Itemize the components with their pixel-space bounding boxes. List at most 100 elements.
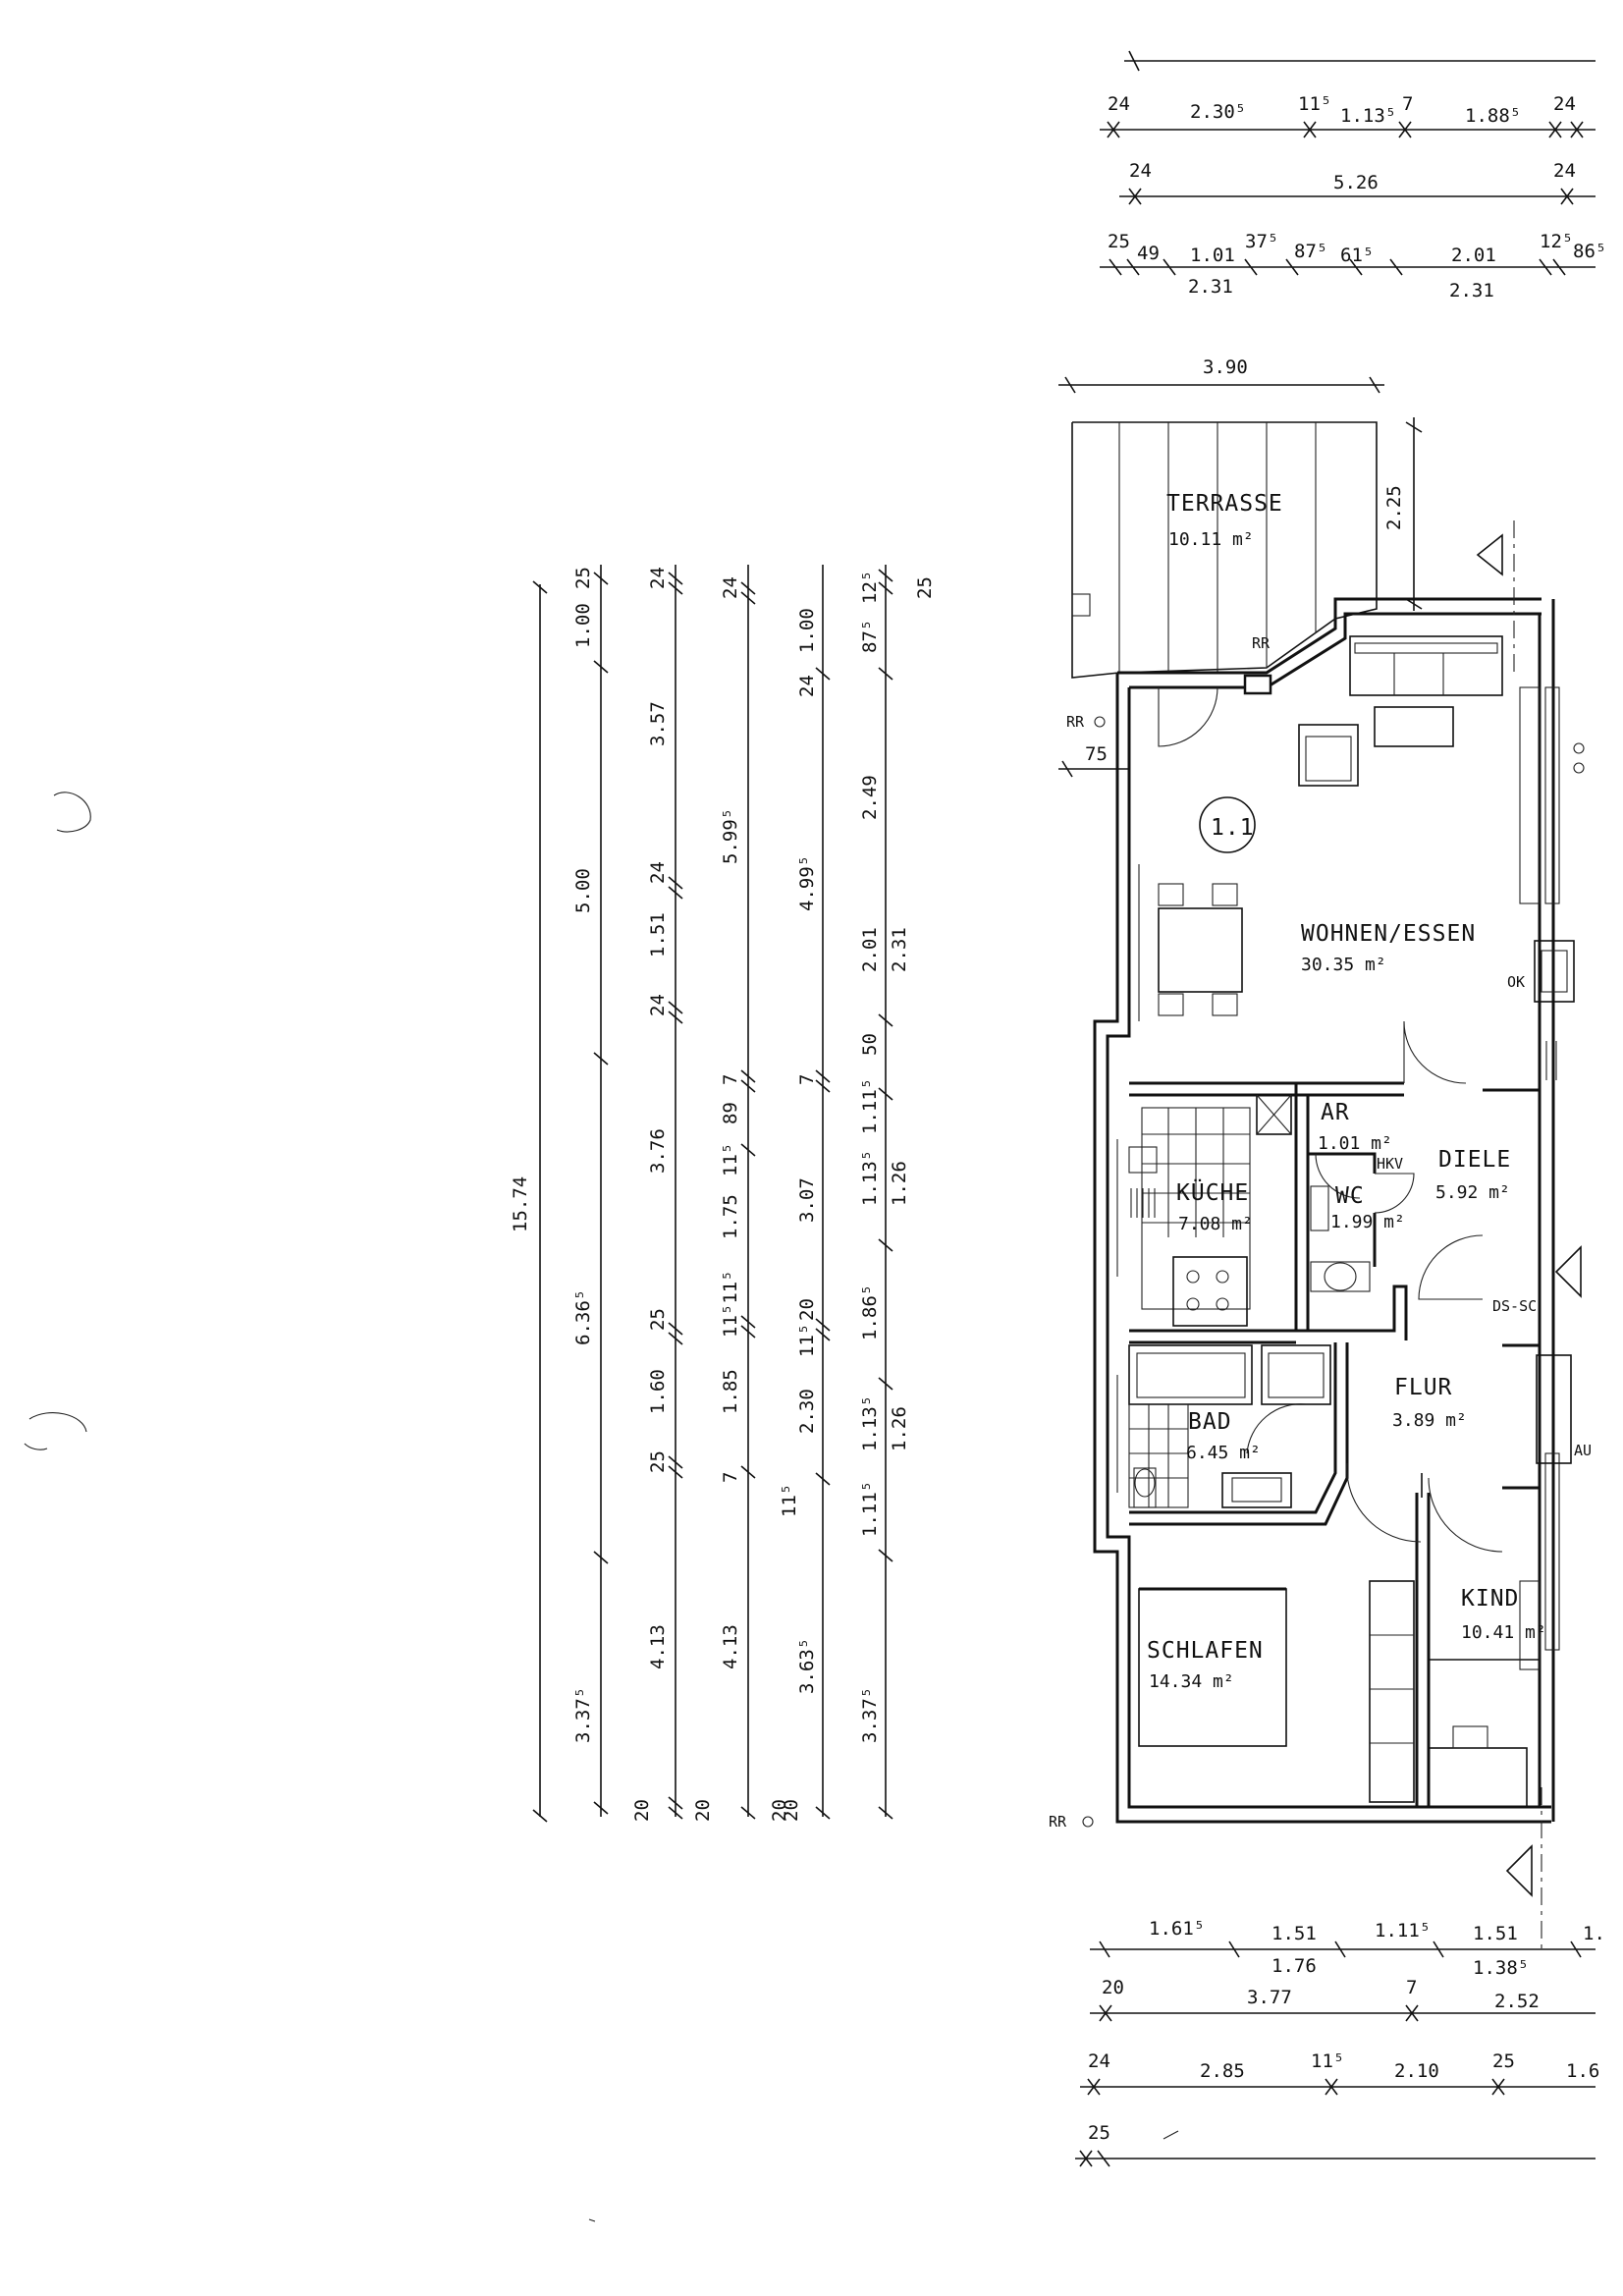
bottom-dim-3-1: 24 [1088,2050,1110,2072]
rr-label-left: RR [1066,713,1085,731]
dssc-label: DS-SC [1492,1297,1537,1315]
schlafen-area: 14.34 m² [1149,1671,1234,1692]
left-dim-c3-6: 3.76 [647,1128,669,1174]
wohnen-area: 30.35 m² [1301,955,1386,975]
bottom-dim-1b-1: 1.76 [1271,1955,1317,1977]
left-dim-c4-6: 1.75 [720,1194,741,1239]
left-dim-c2-2: 1.00 [572,603,594,648]
left-dim-total: 15.74 [510,1176,531,1232]
top-dim-1-6: 1.88⁵ [1465,105,1521,127]
left-dim-c4-11: 20 [769,1799,790,1822]
diele-area: 5.92 m² [1435,1182,1510,1203]
kind-area: 10.41 m² [1461,1622,1546,1643]
bottom-dim-1-5: 1. [1583,1923,1605,1944]
left-dim-c6-14: 1.11⁵ [859,1481,881,1537]
left-dim-c4-8: 1.85 [720,1369,741,1414]
left-dim-c5-3: 4.99⁵ [796,855,818,911]
left-dim-c6-13: 1.26 [889,1406,910,1451]
left-dim-c6-7: 50 [859,1033,881,1056]
interior-walls [1129,1081,1540,1807]
kueche-area: 7.08 m² [1178,1214,1253,1234]
left-dim-c5-10: 3.63⁵ [796,1638,818,1694]
unit-badge [1199,796,1256,853]
bottom-dim-1-2: 1.51 [1271,1923,1317,1944]
door-swings [1158,686,1503,1553]
bottom-dim-2-1: 20 [1102,1977,1124,1998]
ar-area: 1.01 m² [1318,1133,1392,1154]
wohnen-name: WOHNEN/ESSEN [1301,921,1476,947]
left-dim-c5-5: 3.07 [796,1177,818,1223]
diele-name: DIELE [1438,1147,1511,1173]
top-dim-3-2: 49 [1137,243,1160,264]
left-dim-c6-5: 2.01 [859,927,881,972]
au-label: AU [1574,1442,1592,1459]
left-dim-c5-8: 2.30 [796,1389,818,1434]
top-dim-3-6: 61⁵ [1340,245,1374,266]
left-dim-c5-2: 24 [796,675,818,697]
left-dim-c4-4: 89 [720,1102,741,1124]
left-dim-c6-12: 1.13⁵ [859,1395,881,1451]
left-dim-c4-2: 5.99⁵ [720,808,741,864]
top-dim-3-5: 87⁵ [1294,241,1327,262]
left-dim-c3-10: 4.13 [647,1624,669,1669]
top-dim-3-3: 1.01 [1190,245,1235,266]
left-dim-c5-1: 1.00 [796,608,818,653]
top-dim-2-1: 24 [1129,160,1152,182]
bottom-dim-3-3: 11⁵ [1311,2050,1344,2072]
ar-name: AR [1321,1100,1350,1125]
left-dim-c5-9: 11⁵ [779,1484,800,1517]
top-dim-1-1: 24 [1108,93,1130,115]
left-dim-c3-11: 20 [692,1799,714,1822]
left-dim-c5-7: 11⁵ [796,1324,818,1357]
top-dim-3-7: 2.01 [1451,245,1496,266]
wall-75-dim: 75 [1085,743,1108,765]
left-dim-c6-4: 2.49 [859,775,881,820]
ok-label: OK [1507,973,1525,991]
left-dim-c2-6: 20 [631,1799,653,1822]
bottom-dim-2-4: 2.52 [1494,1991,1540,2012]
terrace-width-dim: 3.90 [1203,356,1248,378]
top-dim-2-2: 5.26 [1333,172,1379,193]
left-dim-c3-1: 24 [647,567,669,589]
left-dim-c4-9: 7 [720,1472,741,1483]
left-dim-c3-5: 24 [647,994,669,1016]
left-dim-c2-1: 25 [572,567,594,589]
bottom-dim-3-4: 2.10 [1394,2060,1439,2082]
left-dim-c4-1: 24 [720,576,741,599]
left-dim-c2-4: 6.36⁵ [572,1289,594,1345]
left-dim-c2-3: 5.00 [572,868,594,913]
bottom-dim-1-4: 1.51 [1473,1923,1518,1944]
left-dim-c3-4: 1.51 [647,912,669,957]
flur-area: 3.89 m² [1392,1410,1467,1431]
terrace: TERRASSE 10.11 m² RR [1071,421,1378,679]
bottom-dim-3-2: 2.85 [1200,2060,1245,2082]
top-dim-3-4: 37⁵ [1245,231,1278,252]
bottom-dimension-chains: 1.61⁵ 1.51 1.11⁵ 1.51 1. 1.76 1.38⁵ 20 3… [1075,1918,1605,2167]
bottom-dim-1-3: 1.11⁵ [1375,1920,1431,1941]
left-dim-c3-9: 25 [647,1450,669,1473]
rr-label-bottom: RR [1049,1813,1067,1831]
left-dim-c6-3: 87⁵ [859,620,881,653]
left-dim-c4-5: 11⁵ [720,1143,741,1176]
bad-name: BAD [1188,1409,1232,1435]
bottom-dim-3-6: 1.6 [1566,2060,1599,2082]
top-dim-1-3: 11⁵ [1298,93,1331,115]
top-dim-1-7: 24 [1553,93,1576,115]
top-dim-2-3: 24 [1553,160,1576,182]
top-dimension-chains: 24 2.30⁵ 11⁵ 1.13⁵ 7 1.88⁵ 24 24 5.26 24… [1058,50,1606,778]
top-dim-3b-1: 2.31 [1188,276,1233,298]
flur-name: FLUR [1394,1375,1452,1400]
left-dim-c4-10: 4.13 [720,1624,741,1669]
left-dim-c2-5: 3.37⁵ [572,1687,594,1743]
bottom-dim-2-2: 3.77 [1247,1987,1292,2008]
furniture [1128,635,1585,1808]
left-dim-c6-2: 25 [914,576,936,599]
terrace-area: 10.11 m² [1168,529,1254,550]
left-dim-c6-10: 1.26 [889,1161,910,1206]
kueche-name: KÜCHE [1176,1178,1249,1206]
bottom-dim-3-5: 25 [1492,2050,1515,2072]
left-dim-c5-11: 20 [781,1799,802,1822]
top-dim-3-8: 12⁵ [1540,231,1573,252]
left-dim-c5-4: 7 [796,1074,818,1085]
